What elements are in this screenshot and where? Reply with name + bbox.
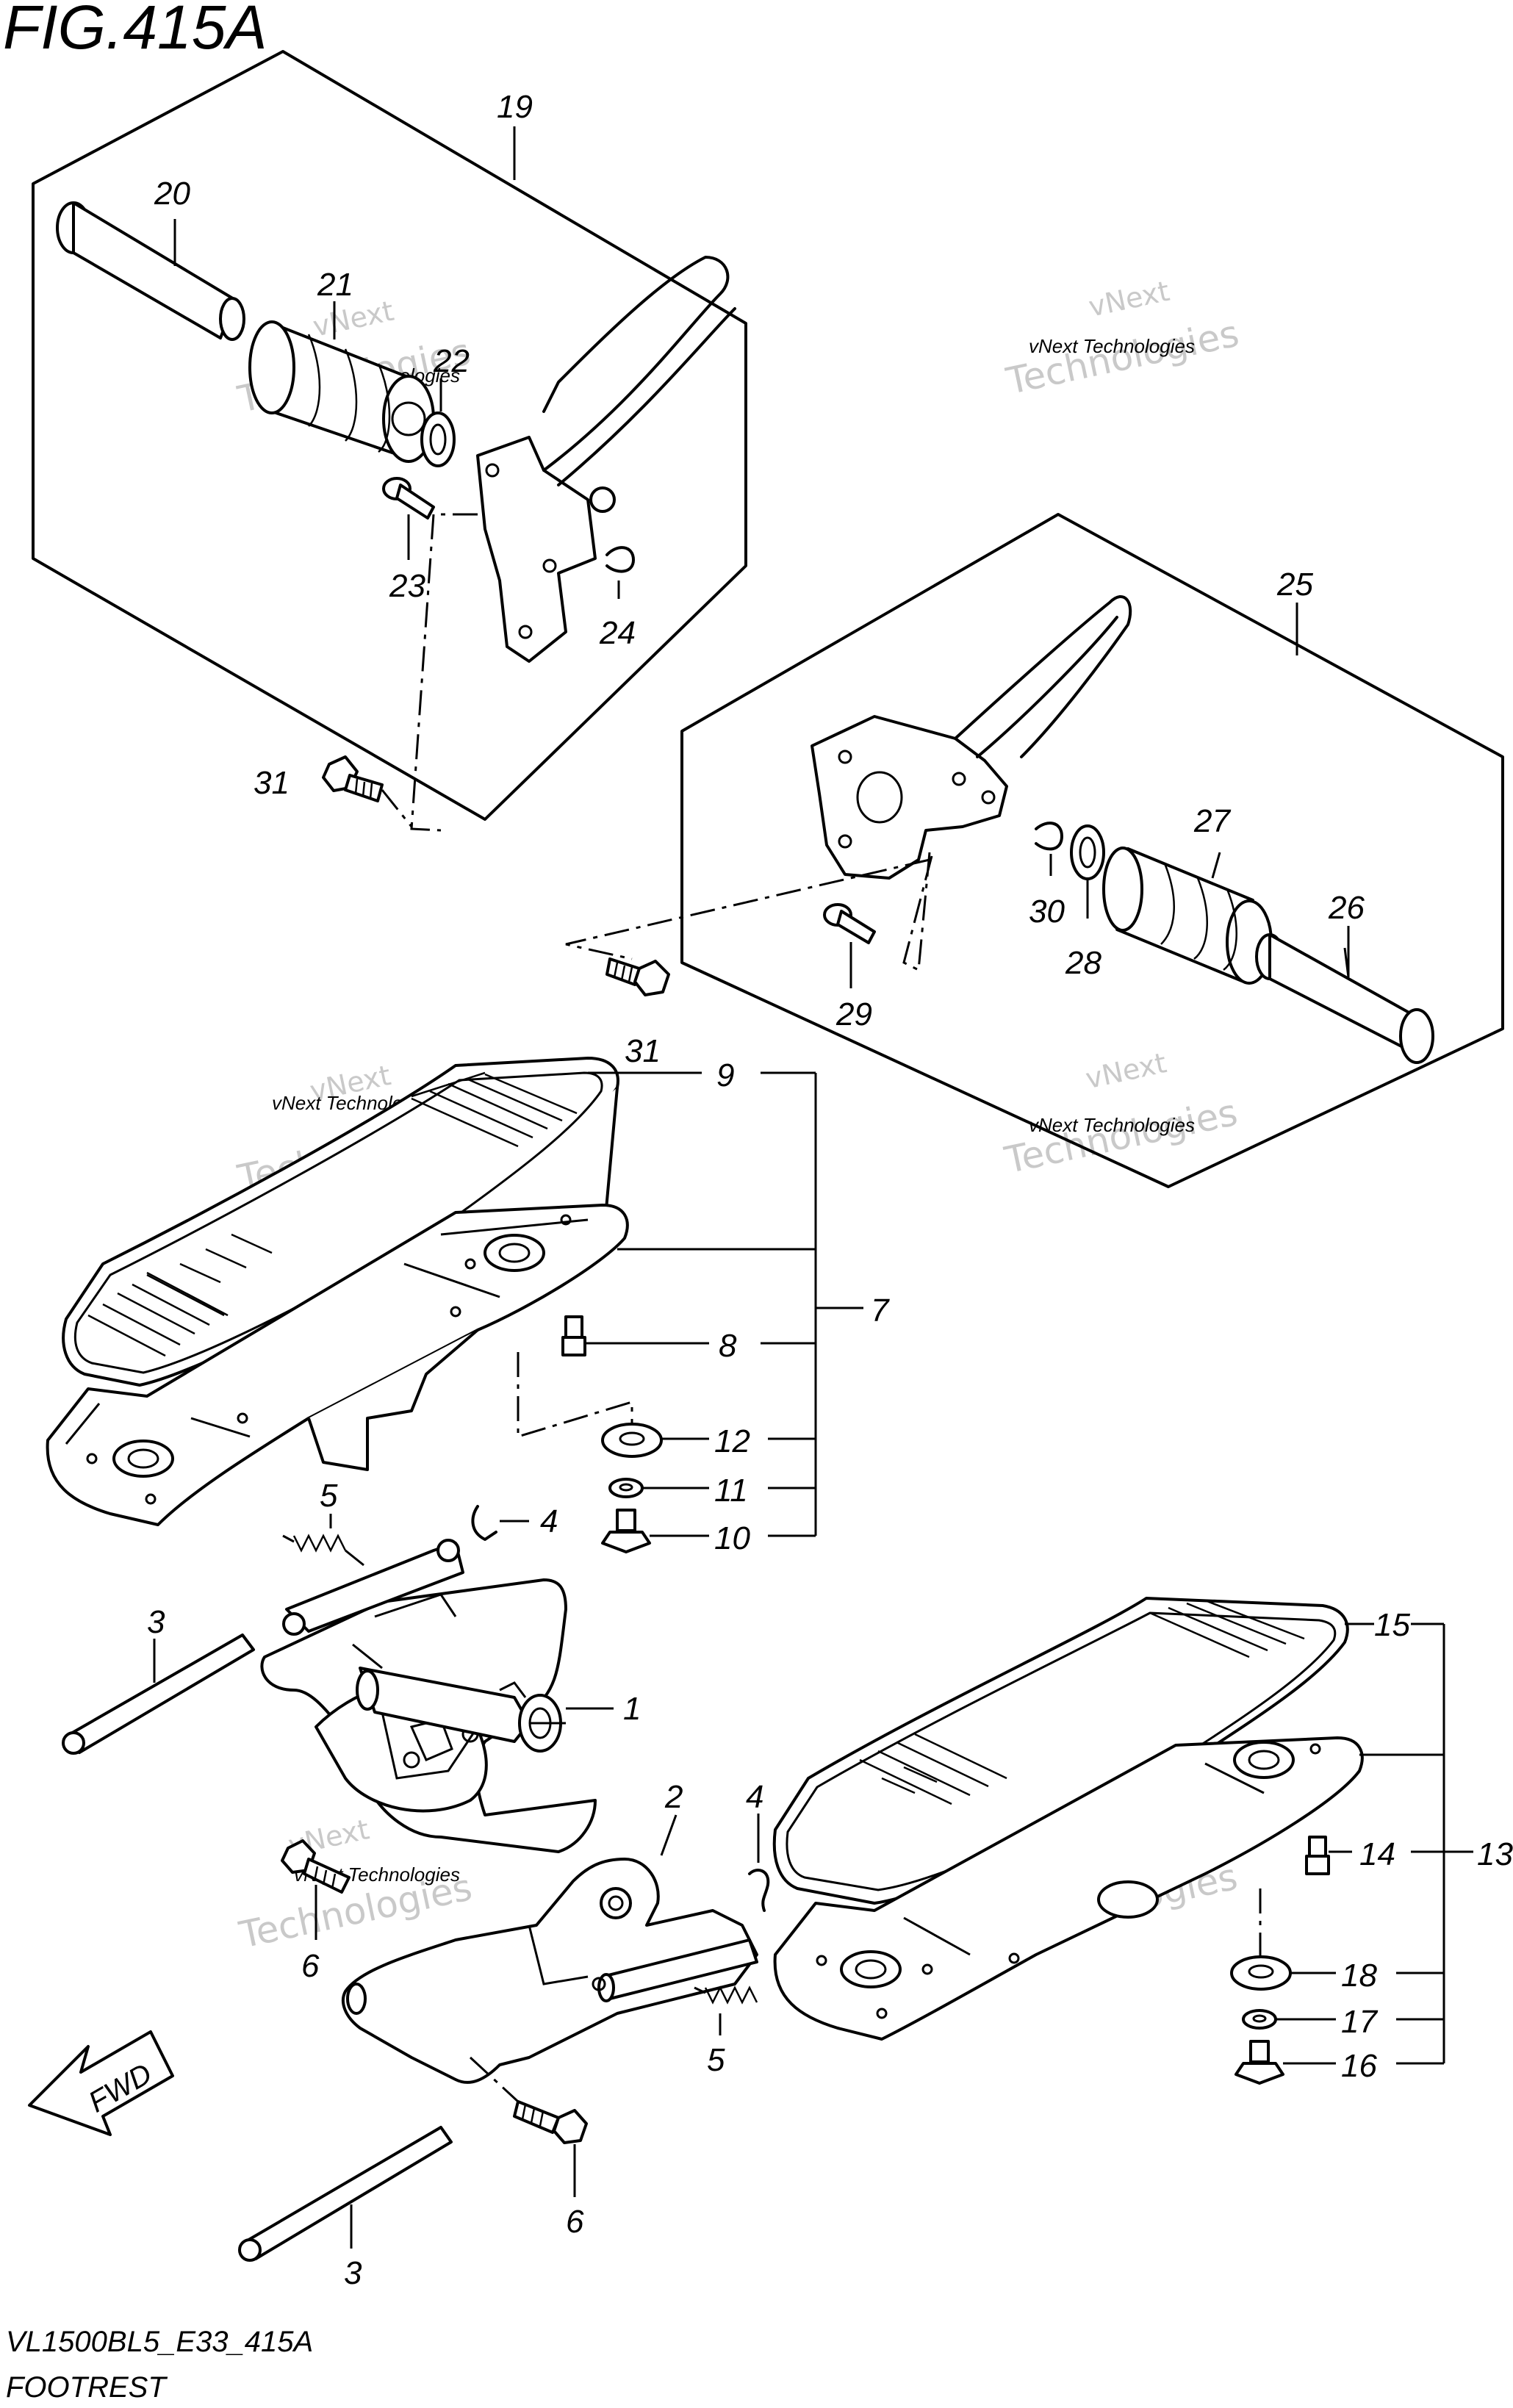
footboard-bracket-7 — [46, 1204, 629, 1526]
callout-10: 10 — [714, 1520, 750, 1556]
footrest-hinge-bracket-2 — [341, 1814, 758, 2084]
figure-name: FOOTREST — [6, 2371, 168, 2404]
washer-part-12 — [601, 1423, 663, 1458]
watermark-small: vNext — [1086, 275, 1173, 323]
rubber-part-21 — [248, 320, 435, 463]
pin-part-3-lower — [238, 2126, 453, 2262]
bolt-part-23 — [382, 477, 435, 560]
callout-6-upper: 6 — [301, 1948, 320, 1984]
bolt-part-8 — [561, 1315, 586, 1356]
clip-part-30 — [1035, 822, 1063, 876]
centerline — [902, 852, 933, 972]
washer-part-17 — [1242, 2009, 1277, 2030]
bolt-part-10 — [601, 1509, 651, 1553]
callout-22: 22 — [433, 343, 470, 379]
washer-part-22 — [420, 411, 456, 467]
leader-lines — [173, 126, 1473, 2065]
callout-16: 16 — [1341, 2048, 1377, 2084]
footboard-upper-15 — [772, 1597, 1349, 1905]
forward-direction-arrow: FWD — [28, 2030, 174, 2136]
callout-21: 21 — [317, 267, 353, 303]
callout-27: 27 — [1193, 803, 1231, 839]
footboard-bracket-13 — [773, 1736, 1364, 2041]
centerline — [565, 858, 930, 960]
rubber-part-27 — [1102, 847, 1273, 985]
spring-part-5-lower — [694, 1985, 758, 2035]
callout-9: 9 — [716, 1057, 734, 1093]
bolt-part-16 — [1235, 2040, 1284, 2085]
callout-11: 11 — [714, 1473, 748, 1509]
callout-8: 8 — [719, 1328, 737, 1364]
figure-title: FIG.415A — [3, 0, 267, 62]
callout-31-upper: 31 — [254, 765, 290, 801]
callout-17: 17 — [1341, 2004, 1378, 2040]
washer-part-28 — [1070, 824, 1105, 919]
callout-19: 19 — [497, 89, 533, 125]
watermark-caption: vNext Technologies — [1029, 1114, 1195, 1136]
callout-28: 28 — [1065, 945, 1101, 981]
centerline — [410, 513, 478, 832]
callout-13: 13 — [1477, 1836, 1513, 1872]
bolt-part-31-lower — [605, 957, 670, 996]
assembly-box-19 — [32, 50, 747, 821]
rider-footrest-bracket — [476, 256, 736, 663]
bolt-part-29 — [823, 903, 876, 988]
bolt-part-14 — [1305, 1836, 1330, 1875]
watermark-large: Technologies — [1002, 312, 1243, 403]
callout-5-lower: 5 — [707, 2042, 725, 2078]
callout-31-lower: 31 — [625, 1033, 661, 1069]
footboard-ribs — [859, 1599, 1305, 1805]
callout-25: 25 — [1276, 567, 1313, 603]
callout-14: 14 — [1359, 1836, 1395, 1872]
callout-30: 30 — [1029, 894, 1065, 930]
callout-6-lower: 6 — [566, 2204, 584, 2240]
callout-12: 12 — [714, 1423, 750, 1459]
clip-part-4-upper — [471, 1505, 529, 1541]
centerline — [381, 789, 413, 827]
callout-5-upper: 5 — [320, 1478, 338, 1514]
watermark-caption: vNext Technologies — [1029, 335, 1195, 357]
callout-3-lower: 3 — [344, 2255, 362, 2291]
clip-part-4-lower — [748, 1814, 770, 1912]
assembly-box-25 — [680, 513, 1504, 1188]
centerline — [517, 1352, 633, 1439]
washer-part-18 — [1230, 1955, 1292, 1991]
pin-part-20 — [56, 201, 245, 341]
callout-4-lower: 4 — [746, 1779, 763, 1815]
figure-code: VL1500BL5_E33_415A — [6, 2326, 313, 2358]
footboard-ribs — [87, 1071, 578, 1357]
passenger-footrest-bracket — [811, 595, 1132, 880]
washer-part-11 — [608, 1478, 644, 1498]
spring-part-5-upper — [282, 1514, 364, 1567]
footrest-hinge-bracket-1 — [260, 1578, 597, 1853]
callout-3-upper: 3 — [147, 1604, 165, 1640]
callout-23: 23 — [389, 568, 425, 604]
bolt-part-6-upper — [281, 1839, 351, 1940]
callout-20: 20 — [154, 176, 190, 212]
callout-labels: 19 20 21 22 23 24 31 25 27 26 30 28 29 3… — [147, 89, 1513, 2291]
callout-24: 24 — [599, 615, 636, 651]
callout-26: 26 — [1328, 890, 1365, 926]
callout-18: 18 — [1341, 1958, 1377, 1994]
callout-1: 1 — [623, 1691, 641, 1727]
callout-4-upper: 4 — [540, 1503, 558, 1539]
centerline — [469, 2056, 520, 2103]
pin-part-26 — [1255, 933, 1434, 1064]
callout-2: 2 — [664, 1779, 683, 1815]
bolt-part-6-lower — [513, 2100, 588, 2197]
clip-part-24 — [605, 546, 635, 599]
watermark-small: vNext — [1082, 1046, 1169, 1095]
hinge-plate — [282, 1539, 464, 1636]
callout-29: 29 — [835, 996, 872, 1032]
pin-part-3-upper — [62, 1634, 255, 1755]
callout-15: 15 — [1374, 1607, 1410, 1643]
bolt-part-31-upper — [322, 755, 384, 802]
callout-7: 7 — [871, 1293, 890, 1329]
